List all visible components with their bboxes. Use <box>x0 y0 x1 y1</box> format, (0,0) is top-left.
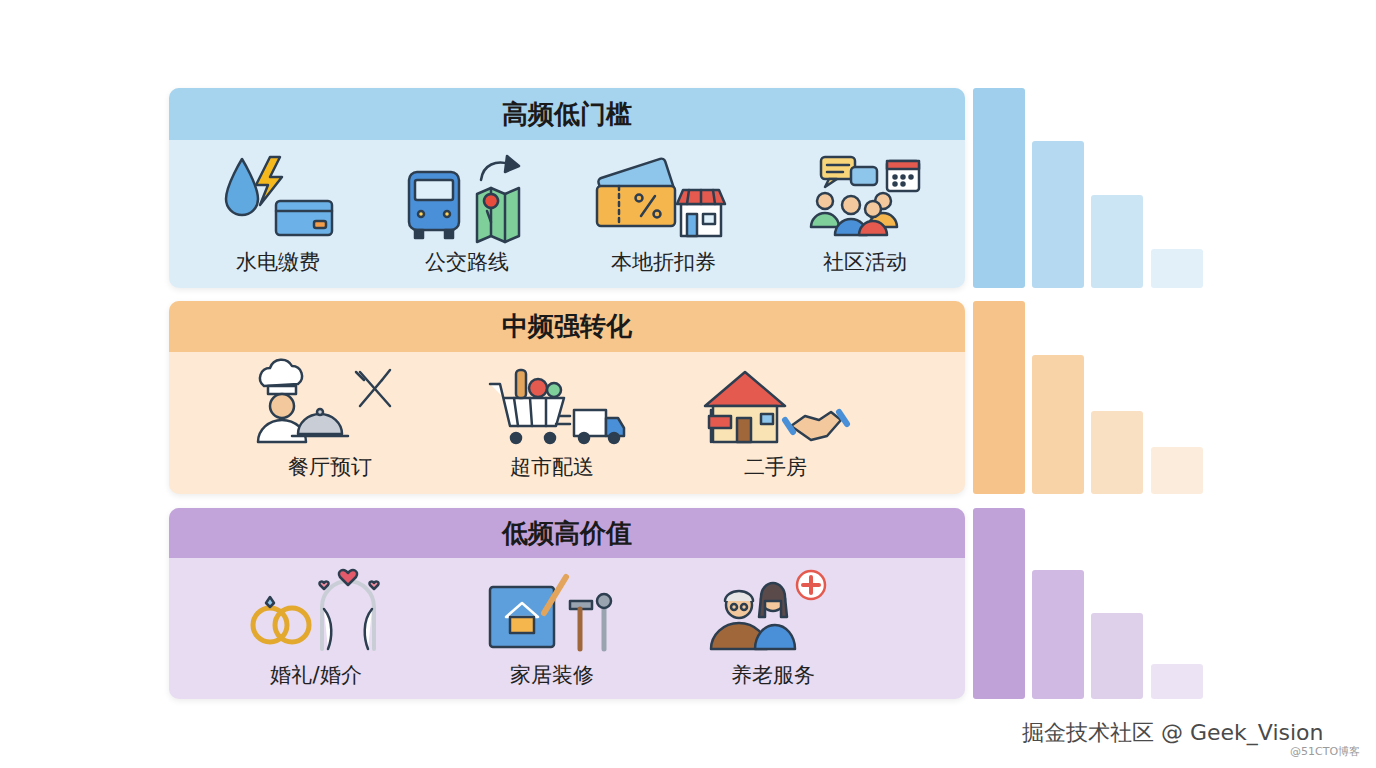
bar-stair-part <box>1151 664 1203 699</box>
item-label: 养老服务 <box>731 663 815 688</box>
bar-stair-part <box>1091 195 1143 288</box>
item-label: 水电缴费 <box>236 250 320 275</box>
band-title: 低频高价值 <box>502 516 632 551</box>
item-label: 餐厅预订 <box>288 455 372 480</box>
item-label: 公交路线 <box>425 250 509 275</box>
bar-stair-part <box>973 508 1025 699</box>
tier-band: 高频低门槛水电缴费 公交路线 本地折扣券 社区活动 <box>169 88 965 288</box>
item-label: 婚礼/婚介 <box>270 663 361 688</box>
band-title: 中频强转化 <box>502 309 632 344</box>
band-header: 高频低门槛 <box>169 88 965 140</box>
bar-stair-part <box>1032 570 1084 699</box>
bar-stair-part <box>1091 411 1143 494</box>
band-title: 高频低门槛 <box>502 97 632 132</box>
bar-stair-part <box>973 88 1025 288</box>
item-label: 超市配送 <box>510 455 594 480</box>
band-header: 中频强转化 <box>169 301 965 352</box>
item-label: 二手房 <box>744 455 807 480</box>
item-label: 社区活动 <box>823 250 907 275</box>
item-label: 家居装修 <box>510 663 594 688</box>
bar-stair-part <box>973 301 1025 494</box>
bar-stair-part <box>1032 355 1084 494</box>
bar-stair-part <box>1151 447 1203 494</box>
watermark: 掘金技术社区 @ Geek_Vision <box>1022 718 1324 748</box>
tier-band: 中频强转化餐厅预订 超市配送 二手房 <box>169 301 965 494</box>
watermark: @51CTO博客 <box>1290 744 1360 759</box>
bar-stair <box>973 88 1203 699</box>
bar-stair-part <box>1032 141 1084 288</box>
item-label: 本地折扣券 <box>611 250 716 275</box>
band-header: 低频高价值 <box>169 508 965 558</box>
bar-stair-part <box>1091 613 1143 699</box>
bar-stair-part <box>1151 249 1203 288</box>
tier-band: 低频高价值婚礼/婚介 家居装修 养老服务 <box>169 508 965 699</box>
